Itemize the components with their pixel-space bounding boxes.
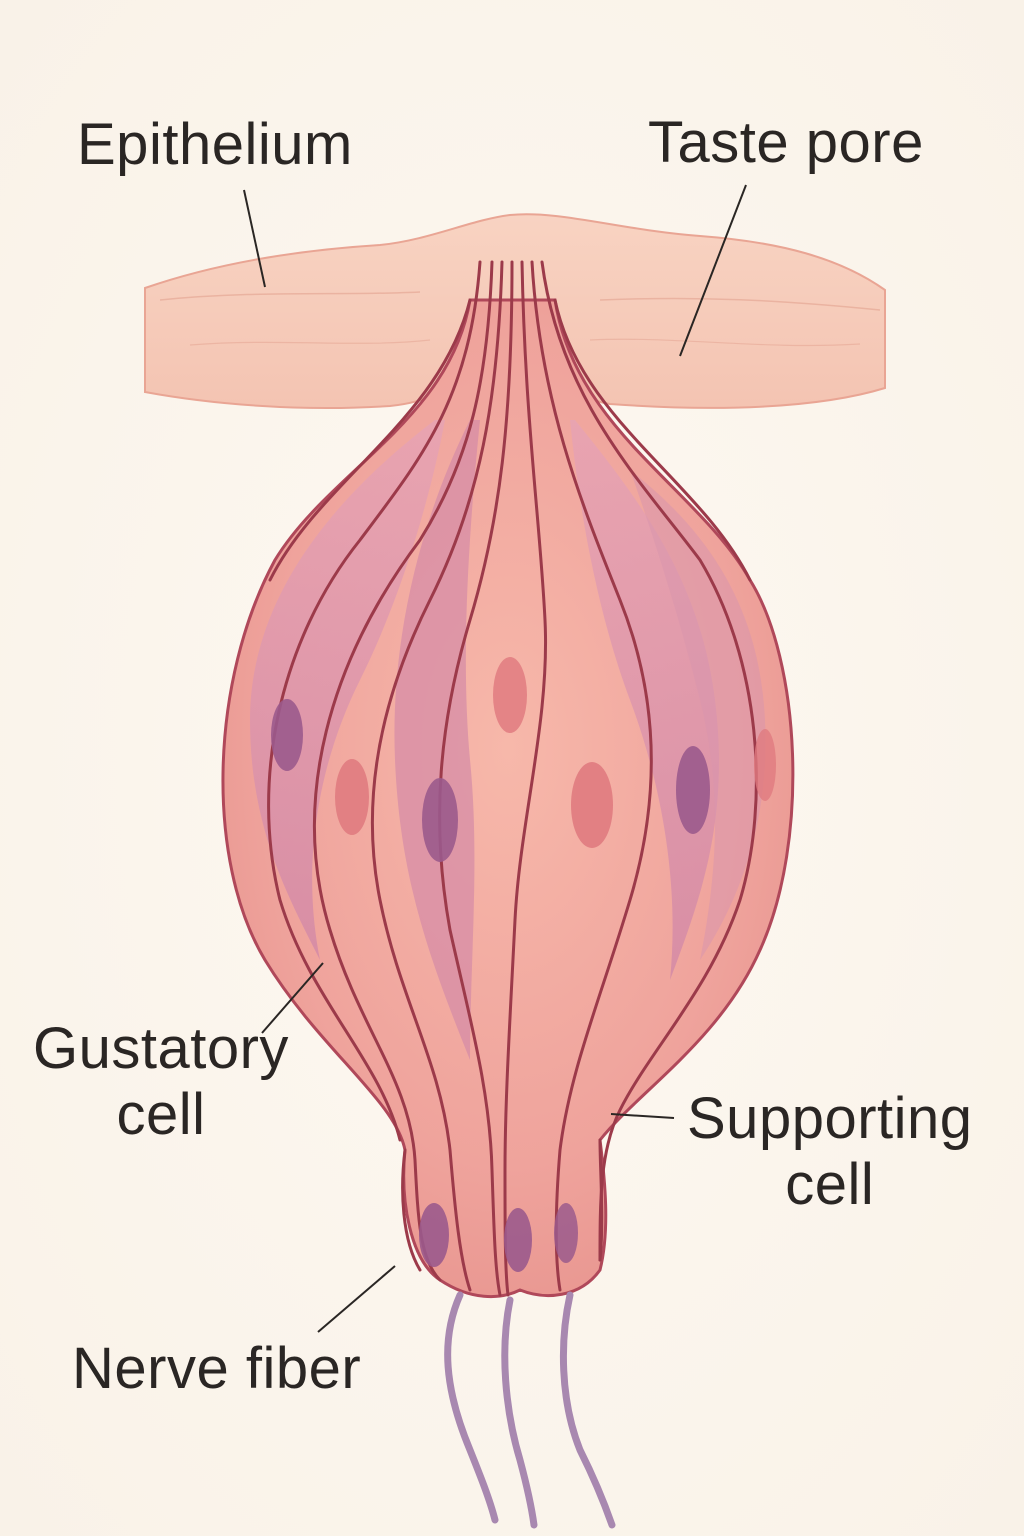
label-nerve-fiber: Nerve fiber (72, 1336, 361, 1402)
label-nerve-fiber-text: Nerve fiber (72, 1336, 362, 1401)
gustatory-cell-far-right (630, 470, 766, 960)
label-taste-pore-text: Taste pore (648, 110, 924, 175)
nerve-fiber (501, 1296, 538, 1529)
nucleus (754, 729, 776, 801)
label-gustatory-line1: Gustatory (33, 1016, 289, 1081)
nucleus (422, 778, 458, 862)
nucleus (571, 762, 613, 848)
nucleus (419, 1203, 449, 1267)
leader-line-taste-pore (679, 184, 747, 357)
label-supporting-line1: Supporting (687, 1086, 973, 1151)
nucleus (676, 746, 710, 834)
label-supporting-cell: Supporting cell (687, 1086, 973, 1218)
gustatory-cell-right (570, 420, 719, 980)
gustatory-cell-center-left (394, 420, 480, 1060)
nucleus (493, 657, 527, 733)
leader-line-gustatory (261, 962, 324, 1034)
leader-lines (243, 184, 747, 1333)
gustatory-cell-left (250, 420, 445, 960)
label-epithelium: Epithelium (77, 112, 353, 178)
label-supporting-line2: cell (785, 1152, 875, 1217)
nucleus (335, 759, 369, 835)
nucleus (554, 1203, 578, 1263)
leader-line-epithelium (243, 189, 266, 288)
label-gustatory-cell: Gustatory cell (33, 1016, 289, 1148)
nerve-fiber (444, 1291, 499, 1524)
leader-line-supporting (610, 1113, 675, 1119)
leader-line-nerve (317, 1265, 396, 1333)
nuclei (271, 657, 776, 1272)
nerve-fibers (444, 1291, 616, 1529)
label-epithelium-text: Epithelium (77, 112, 353, 177)
nucleus (271, 699, 303, 771)
label-taste-pore: Taste pore (648, 110, 924, 176)
nucleus (504, 1208, 532, 1272)
label-gustatory-line2: cell (116, 1082, 206, 1147)
nerve-fiber (559, 1291, 616, 1529)
cell-outlines (267, 260, 758, 1297)
